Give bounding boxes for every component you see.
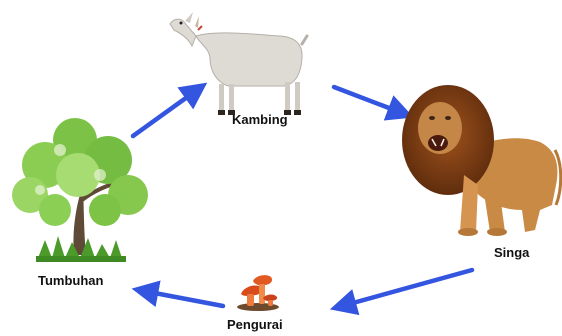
mushroom-icon [237, 275, 279, 311]
arrow-plant-to-goat [133, 90, 197, 136]
tree-icon [12, 118, 148, 262]
goat-label: Kambing [232, 112, 288, 127]
plant-label: Tumbuhan [38, 273, 103, 288]
arrow-decomposer-to-plant [144, 291, 223, 306]
arrow-goat-to-lion [334, 87, 402, 113]
decomposer-label: Pengurai [227, 317, 283, 332]
goat-icon [170, 12, 307, 115]
lion-icon [402, 85, 561, 236]
arrow-lion-to-decomposer [342, 270, 472, 306]
lion-label: Singa [494, 245, 529, 260]
